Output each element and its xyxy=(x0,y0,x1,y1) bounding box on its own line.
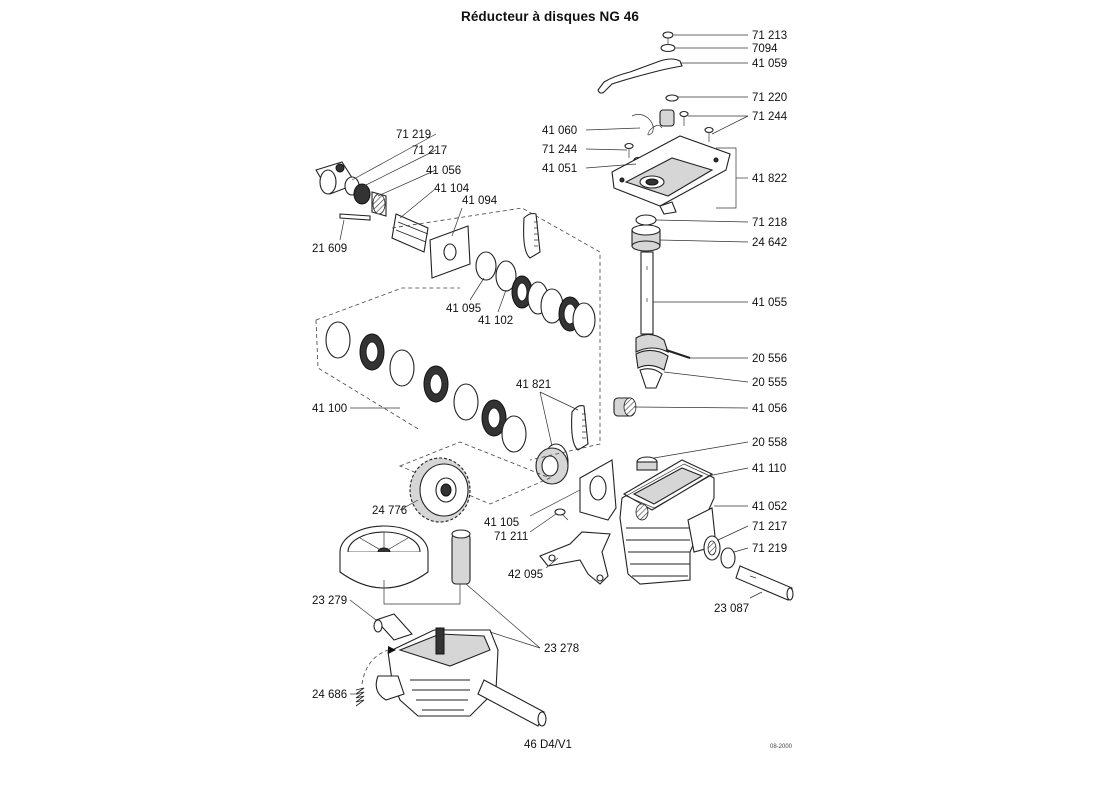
page-code: 46 D4/V1 xyxy=(524,739,572,751)
callout-71244-left: 71 244 xyxy=(542,144,578,156)
diagram-title: Réducteur à disques NG 46 xyxy=(460,9,640,24)
date-code: 08-2000 xyxy=(770,744,793,750)
callout-24776: 24 776 xyxy=(372,505,407,517)
callout-41821: 41 821 xyxy=(516,379,551,391)
callout-41110: 41 110 xyxy=(752,463,786,475)
spring-24686-part xyxy=(355,687,365,707)
cover-plate-41051-part xyxy=(611,135,731,215)
callout-21609: 21 609 xyxy=(312,243,347,255)
callout-41056-left: 41 056 xyxy=(426,165,461,177)
bushing-41056-left-part xyxy=(371,191,387,217)
plate-41094-part xyxy=(429,225,471,279)
callout-20558: 20 558 xyxy=(752,437,787,449)
callout-labels: 71 213 7094 41 059 71 220 71 244 41 060 … xyxy=(312,30,788,701)
callout-71219-left: 71 219 xyxy=(396,129,431,141)
seal-71217-left-part xyxy=(353,183,371,205)
gear-24776-part xyxy=(409,457,471,523)
callout-71220: 71 220 xyxy=(752,92,787,104)
dashed-outline-mid xyxy=(315,287,460,431)
callout-71219-right: 71 219 xyxy=(752,543,787,555)
callout-71217-right: 71 217 xyxy=(752,521,787,533)
callout-71244-right: 71 244 xyxy=(752,111,788,123)
bearing-24642-part xyxy=(631,224,661,252)
gasket-41110-part xyxy=(625,463,711,509)
callout-41094: 41 094 xyxy=(462,195,498,207)
hub-41821-part xyxy=(535,443,569,485)
lever-41059-part xyxy=(597,58,683,94)
bracket-lines-23279 xyxy=(383,580,461,605)
plate-41105-part xyxy=(579,459,617,521)
gauge-upper-part xyxy=(523,212,541,259)
gearbox-23278-part xyxy=(375,627,499,717)
callout-24686: 24 686 xyxy=(312,689,347,701)
callout-23278: 23 278 xyxy=(544,643,579,655)
callout-41055: 41 055 xyxy=(752,297,787,309)
callout-24642: 24 642 xyxy=(752,237,787,249)
callout-71218: 71 218 xyxy=(752,217,787,229)
bushing-20558-part xyxy=(636,456,658,471)
pin-20556-part xyxy=(665,349,691,359)
callout-41100: 41 100 xyxy=(312,403,347,415)
worm-20555-part xyxy=(635,333,669,389)
callout-41095: 41 095 xyxy=(446,303,481,315)
key-21609-part xyxy=(339,213,371,221)
callout-41056-right: 41 056 xyxy=(752,403,787,415)
gauge-ticks-lower xyxy=(582,413,586,439)
arrow-dashed xyxy=(361,649,389,685)
bolt-71213-part xyxy=(662,31,674,46)
seal-71217-right-part xyxy=(703,535,721,561)
callout-7094: 7094 xyxy=(752,43,778,55)
callout-71213: 71 213 xyxy=(752,30,787,42)
gauge-41821-part xyxy=(571,405,589,451)
callout-41102: 41 102 xyxy=(478,315,513,327)
disc-pack-41100-part xyxy=(325,321,527,453)
spring-41060-part xyxy=(631,114,663,136)
o-ring-71220-part xyxy=(665,94,679,102)
output-shaft-23278-part xyxy=(477,679,547,727)
callout-41105: 41 105 xyxy=(484,517,519,529)
ring-71218-part xyxy=(635,214,657,226)
callout-41051: 41 051 xyxy=(542,163,577,175)
gauge-ticks-upper xyxy=(534,221,538,247)
callout-71217-left: 71 217 xyxy=(412,145,447,157)
shaft-41055-part xyxy=(640,251,654,335)
arrow-head xyxy=(388,646,396,654)
callout-20556: 20 556 xyxy=(752,353,787,365)
upper-disc-pack-part xyxy=(511,275,596,338)
washer-7094-part xyxy=(660,43,676,53)
sleeve-part xyxy=(659,109,675,127)
callout-20555: 20 555 xyxy=(752,377,787,389)
housing-41052-part xyxy=(619,459,717,585)
leader-lines xyxy=(339,34,763,695)
callout-23087: 23 087 xyxy=(714,603,749,615)
screw-71211-part xyxy=(554,508,569,521)
shaft-23087-part xyxy=(735,565,794,601)
splined-shaft-41104-part xyxy=(391,213,429,253)
callout-42095: 42 095 xyxy=(508,569,543,581)
bracket-42095-part xyxy=(539,531,611,585)
shim-41095-part xyxy=(475,251,497,281)
callout-41052: 41 052 xyxy=(752,501,787,513)
callout-71211: 71 211 xyxy=(494,531,528,543)
circlip-71219-right-part xyxy=(720,547,736,569)
callout-23279: 23 279 xyxy=(312,595,347,607)
bushing-41056-right-part xyxy=(613,397,637,417)
callout-41104: 41 104 xyxy=(434,183,470,195)
callout-41822: 41 822 xyxy=(752,173,787,185)
splined-sleeve-part xyxy=(451,529,471,585)
callout-41059: 41 059 xyxy=(752,58,787,70)
pulley-part xyxy=(339,525,429,589)
screw-71244-right-part xyxy=(679,110,714,142)
small-shaft-23279-part xyxy=(373,613,413,641)
callout-41060: 41 060 xyxy=(542,125,577,137)
dashed-outline-upper xyxy=(391,207,601,461)
